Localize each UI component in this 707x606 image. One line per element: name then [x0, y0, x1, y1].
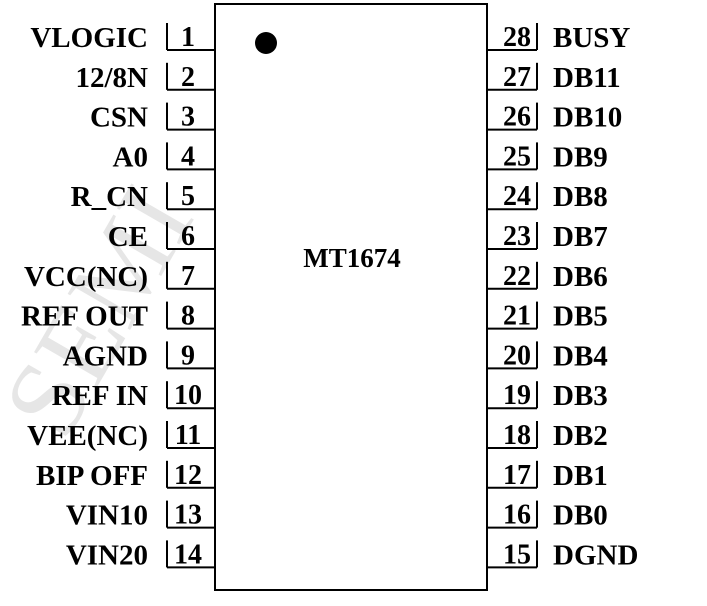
pin-row: 2 12/8N — [76, 62, 215, 94]
pin-name-label: DB3 — [553, 380, 608, 412]
pin-row: 20 DB4 — [487, 340, 608, 372]
pin-row: 3 CSN — [90, 102, 215, 134]
pin-number: 18 — [503, 420, 531, 451]
pin-row: 8 REF OUT — [21, 301, 215, 333]
pin-number: 28 — [503, 22, 531, 53]
pin-name-label: DB9 — [553, 141, 608, 173]
pin-row: 21 DB5 — [487, 301, 608, 333]
pin-name-label: VLOGIC — [30, 22, 148, 54]
pin-name-label: DB6 — [553, 261, 608, 293]
pin-number: 4 — [181, 141, 195, 172]
pin-row: 22 DB6 — [487, 261, 608, 293]
pin-number: 21 — [503, 301, 531, 332]
pin-name-label: VIN20 — [66, 539, 148, 571]
pin-name-label: REF OUT — [21, 301, 148, 333]
pin-name-label: VCC(NC) — [24, 261, 148, 293]
pin-row: 4 A0 — [113, 141, 215, 173]
pin-name-label: CSN — [90, 102, 148, 134]
pin-number: 12 — [174, 460, 202, 491]
pin-name-label: DB0 — [553, 500, 608, 532]
pin-row: 10 REF IN — [52, 380, 215, 412]
pin-name-label: VEE(NC) — [27, 420, 148, 452]
chip-body — [214, 3, 488, 591]
pin-name-label: DB5 — [553, 301, 608, 333]
pin-name-label: R_CN — [71, 181, 148, 213]
pin-row: 6 CE — [108, 221, 215, 253]
pin-name-label: DB11 — [553, 62, 621, 94]
pin-number: 11 — [175, 420, 201, 451]
pin-number: 10 — [174, 380, 202, 411]
pin-row: 27 DB11 — [487, 62, 621, 94]
pin-row: 14 VIN20 — [66, 539, 215, 571]
pin-number: 16 — [503, 500, 531, 531]
pin-number: 8 — [181, 301, 195, 332]
pin-name-label: DB8 — [553, 181, 608, 213]
pin-row: 1 VLOGIC — [30, 22, 215, 54]
pin-row: 5 R_CN — [71, 181, 215, 213]
pin-row: 13 VIN10 — [66, 500, 215, 532]
pin-number: 23 — [503, 221, 531, 252]
pin1-marker-dot — [255, 32, 277, 54]
pin-row: 11 VEE(NC) — [27, 420, 215, 452]
pin-row: 12 BIP OFF — [36, 460, 215, 492]
pin-name-label: CE — [108, 221, 148, 253]
pin-name-label: DB1 — [553, 460, 608, 492]
pin-number: 15 — [503, 539, 531, 570]
pin-name-label: 12/8N — [76, 62, 149, 94]
pin-number: 19 — [503, 380, 531, 411]
pin-row: 9 AGND — [63, 340, 215, 372]
pin-number: 13 — [174, 500, 202, 531]
pin-row: 15 DGND — [487, 539, 638, 571]
pin-number: 3 — [181, 102, 195, 133]
pin-number: 20 — [503, 340, 531, 371]
pin-number: 14 — [174, 539, 202, 570]
pin-number: 24 — [503, 181, 531, 212]
pin-row: 25 DB9 — [487, 141, 608, 173]
pin-name-label: AGND — [63, 340, 148, 372]
pin-row: 18 DB2 — [487, 420, 608, 452]
pin-number: 26 — [503, 102, 531, 133]
pin-row: 23 DB7 — [487, 221, 608, 253]
pin-name-label: BIP OFF — [36, 460, 148, 492]
pin-number: 17 — [503, 460, 531, 491]
pin-name-label: DB4 — [553, 340, 608, 372]
pin-number: 9 — [181, 340, 195, 371]
left-pin-column: 1VLOGIC212/8N3CSN4A05R_CN6CE7VCC(NC)8REF… — [21, 22, 215, 571]
pin-name-label: BUSY — [553, 22, 630, 54]
pin-number: 27 — [503, 62, 531, 93]
pin-name-label: DGND — [553, 539, 638, 571]
pin-name-label: DB2 — [553, 420, 608, 452]
pin-row: 24 DB8 — [487, 181, 608, 213]
pin-name-label: DB7 — [553, 221, 608, 253]
pin-name-label: DB10 — [553, 102, 622, 134]
pin-row: 16 DB0 — [487, 500, 608, 532]
pin-number: 5 — [181, 181, 195, 212]
pin-number: 6 — [181, 221, 195, 252]
pin-number: 25 — [503, 141, 531, 172]
pin-number: 7 — [181, 261, 195, 292]
pin-row: 17 DB1 — [487, 460, 608, 492]
pin-row: 7 VCC(NC) — [24, 261, 215, 293]
pin-row: 28 BUSY — [487, 22, 630, 54]
pin-name-label: REF IN — [52, 380, 148, 412]
pin-name-label: A0 — [113, 141, 148, 173]
chip-name: MT1674 — [303, 243, 401, 273]
pin-number: 1 — [181, 22, 195, 53]
pin-row: 26 DB10 — [487, 102, 622, 134]
right-pin-column: 28 BUSY 27 DB11 26 DB10 25 DB9 24 DB8 23 DB7 22 DB6 21… — [487, 22, 638, 571]
pin-name-label: VIN10 — [66, 500, 148, 532]
pin-row: 19 DB3 — [487, 380, 608, 412]
pin-number: 22 — [503, 261, 531, 292]
pin-number: 2 — [181, 62, 195, 93]
